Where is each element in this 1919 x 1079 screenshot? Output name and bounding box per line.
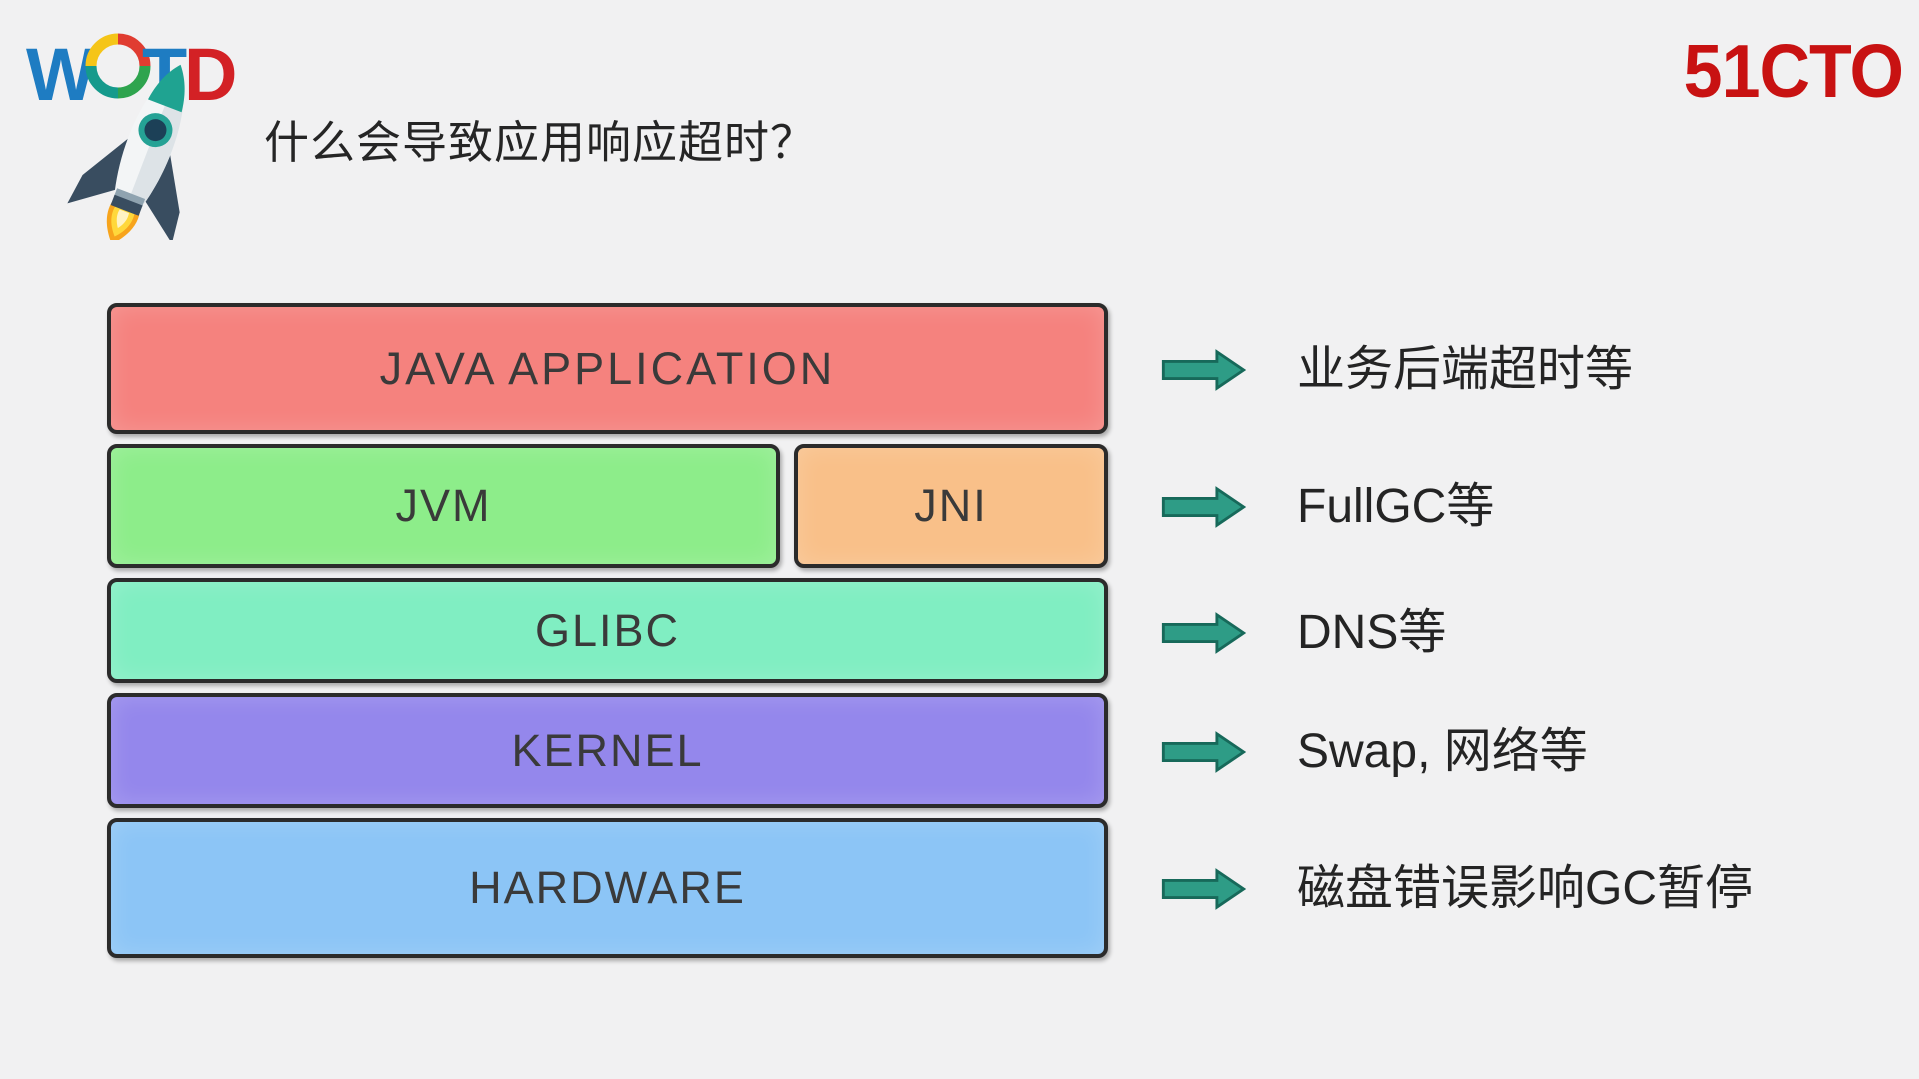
annotation-java-application: 业务后端超时等 bbox=[1297, 343, 1634, 396]
wotd-logo-graphic: W T D bbox=[26, 33, 237, 245]
stack-block-jni: JNI bbox=[794, 444, 1108, 568]
annotation-jvm: FullGC等 bbox=[1297, 480, 1495, 533]
page-title: 什么会导致应用响应超时？ bbox=[264, 117, 817, 168]
logo-letter-w: W bbox=[26, 33, 96, 116]
right-arrow-icon bbox=[1161, 730, 1246, 774]
stack-block-jvm: JVM bbox=[107, 444, 780, 568]
right-arrow-icon bbox=[1161, 867, 1246, 911]
logo-letter-d: D bbox=[184, 33, 237, 116]
logo-letter-o-ring bbox=[85, 33, 151, 99]
right-arrow-icon bbox=[1161, 485, 1246, 529]
right-arrow-icon bbox=[1161, 611, 1246, 655]
stack-block-label: JAVA APPLICATION bbox=[379, 342, 836, 394]
stack-block-glibc: GLIBC bbox=[107, 578, 1108, 683]
stack-block-java-application: JAVA APPLICATION bbox=[107, 303, 1108, 434]
stack-block-label: HARDWARE bbox=[469, 862, 746, 913]
annotation-hardware: 磁盘错误影响GC暂停 bbox=[1297, 862, 1754, 915]
stack-block-label: JVM bbox=[395, 480, 492, 531]
right-arrow-icon bbox=[1161, 348, 1246, 392]
stack-block-hardware: HARDWARE bbox=[107, 818, 1108, 958]
51cto-logo: 51CTO bbox=[1683, 29, 1904, 114]
stack-block-label: JNI bbox=[914, 480, 988, 531]
stack-block-label: GLIBC bbox=[534, 604, 681, 656]
stack-block-kernel: KERNEL bbox=[107, 693, 1108, 808]
annotation-kernel: Swap, 网络等 bbox=[1297, 725, 1588, 778]
stack-block-label: KERNEL bbox=[511, 724, 704, 776]
annotation-glibc: DNS等 bbox=[1297, 606, 1447, 659]
wotd-logo: W T D bbox=[26, 10, 241, 245]
rocket-icon bbox=[67, 64, 185, 245]
